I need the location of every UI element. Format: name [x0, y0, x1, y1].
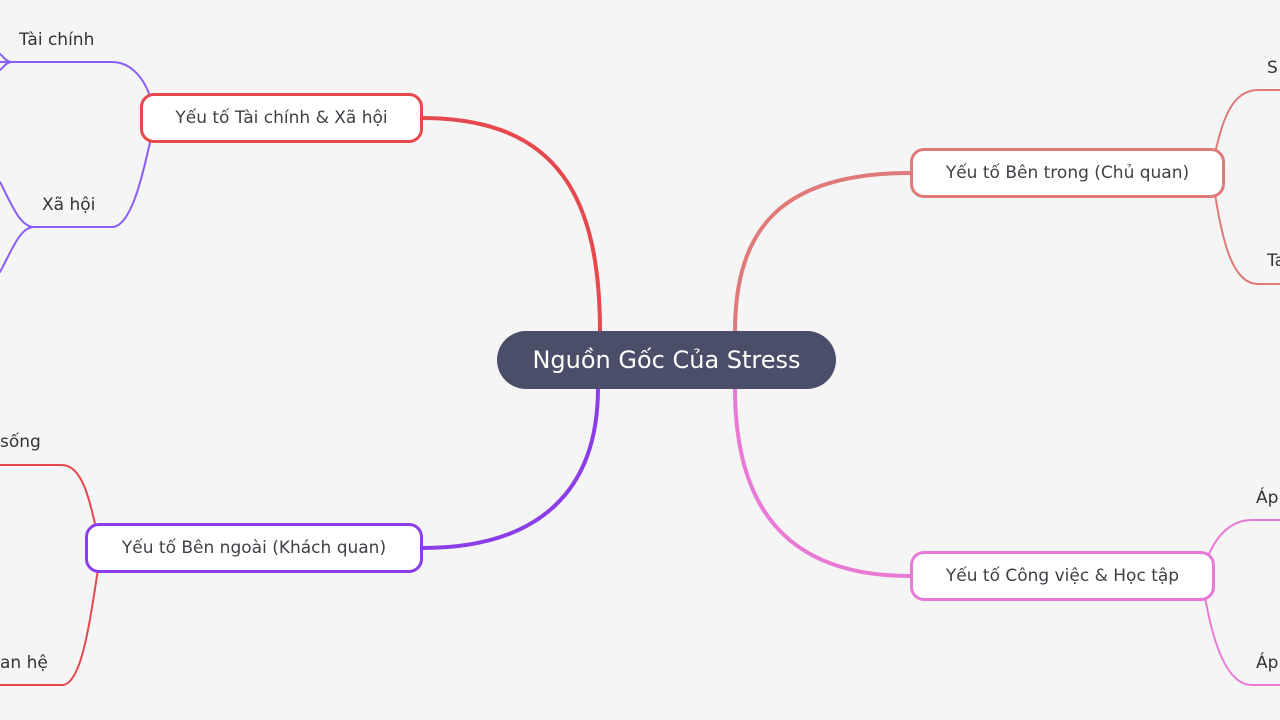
edge-root-finance-social	[420, 116, 602, 334]
branch-work-study-label: Yếu tố Công việc & Học tập	[945, 566, 1180, 586]
leaf-tai-chinh[interactable]: Tài chính	[19, 30, 95, 50]
branch-internal[interactable]: Yếu tố Bên trong (Chủ quan)	[910, 148, 1225, 198]
branch-external[interactable]: Yếu tố Bên ngoài (Khách quan)	[85, 523, 423, 573]
edge-external-top	[0, 464, 98, 534]
leaf-external-top[interactable]: sống	[0, 432, 41, 452]
edge-external-bottom	[0, 562, 100, 686]
edge-root-work-study	[733, 386, 912, 578]
edge-internal-top	[1213, 89, 1280, 159]
root-node-label: Nguồn Gốc Của Stress	[532, 346, 801, 374]
leaf-work-bottom[interactable]: Áp	[1256, 653, 1279, 673]
edge-xa-hoi-twigs	[0, 181, 35, 273]
edge-finance-xa-hoi	[33, 132, 153, 228]
branch-external-label: Yếu tố Bên ngoài (Khách quan)	[121, 538, 387, 558]
branch-finance-social-label: Yếu tố Tài chính & Xã hội	[175, 108, 388, 128]
branch-finance-social[interactable]: Yếu tố Tài chính & Xã hội	[140, 93, 423, 143]
leaf-internal-top[interactable]: S	[1267, 58, 1278, 78]
edge-root-external	[420, 386, 600, 550]
edge-internal-bottom	[1213, 187, 1280, 285]
root-node[interactable]: Nguồn Gốc Của Stress	[497, 331, 836, 389]
edge-finance-tai-chinh	[0, 61, 153, 104]
leaf-external-bottom[interactable]: an hệ	[0, 653, 48, 673]
edge-tai-chinh-twig	[0, 53, 13, 71]
leaf-internal-bottom[interactable]: Ta	[1267, 251, 1280, 271]
branch-internal-label: Yếu tố Bên trong (Chủ quan)	[945, 163, 1190, 183]
branch-work-study[interactable]: Yếu tố Công việc & Học tập	[910, 551, 1215, 601]
leaf-work-top[interactable]: Áp	[1256, 488, 1279, 508]
edge-work-bottom	[1203, 590, 1280, 686]
edge-work-top	[1205, 519, 1280, 562]
leaf-xa-hoi[interactable]: Xã hội	[42, 195, 96, 215]
edge-root-internal	[733, 171, 912, 334]
